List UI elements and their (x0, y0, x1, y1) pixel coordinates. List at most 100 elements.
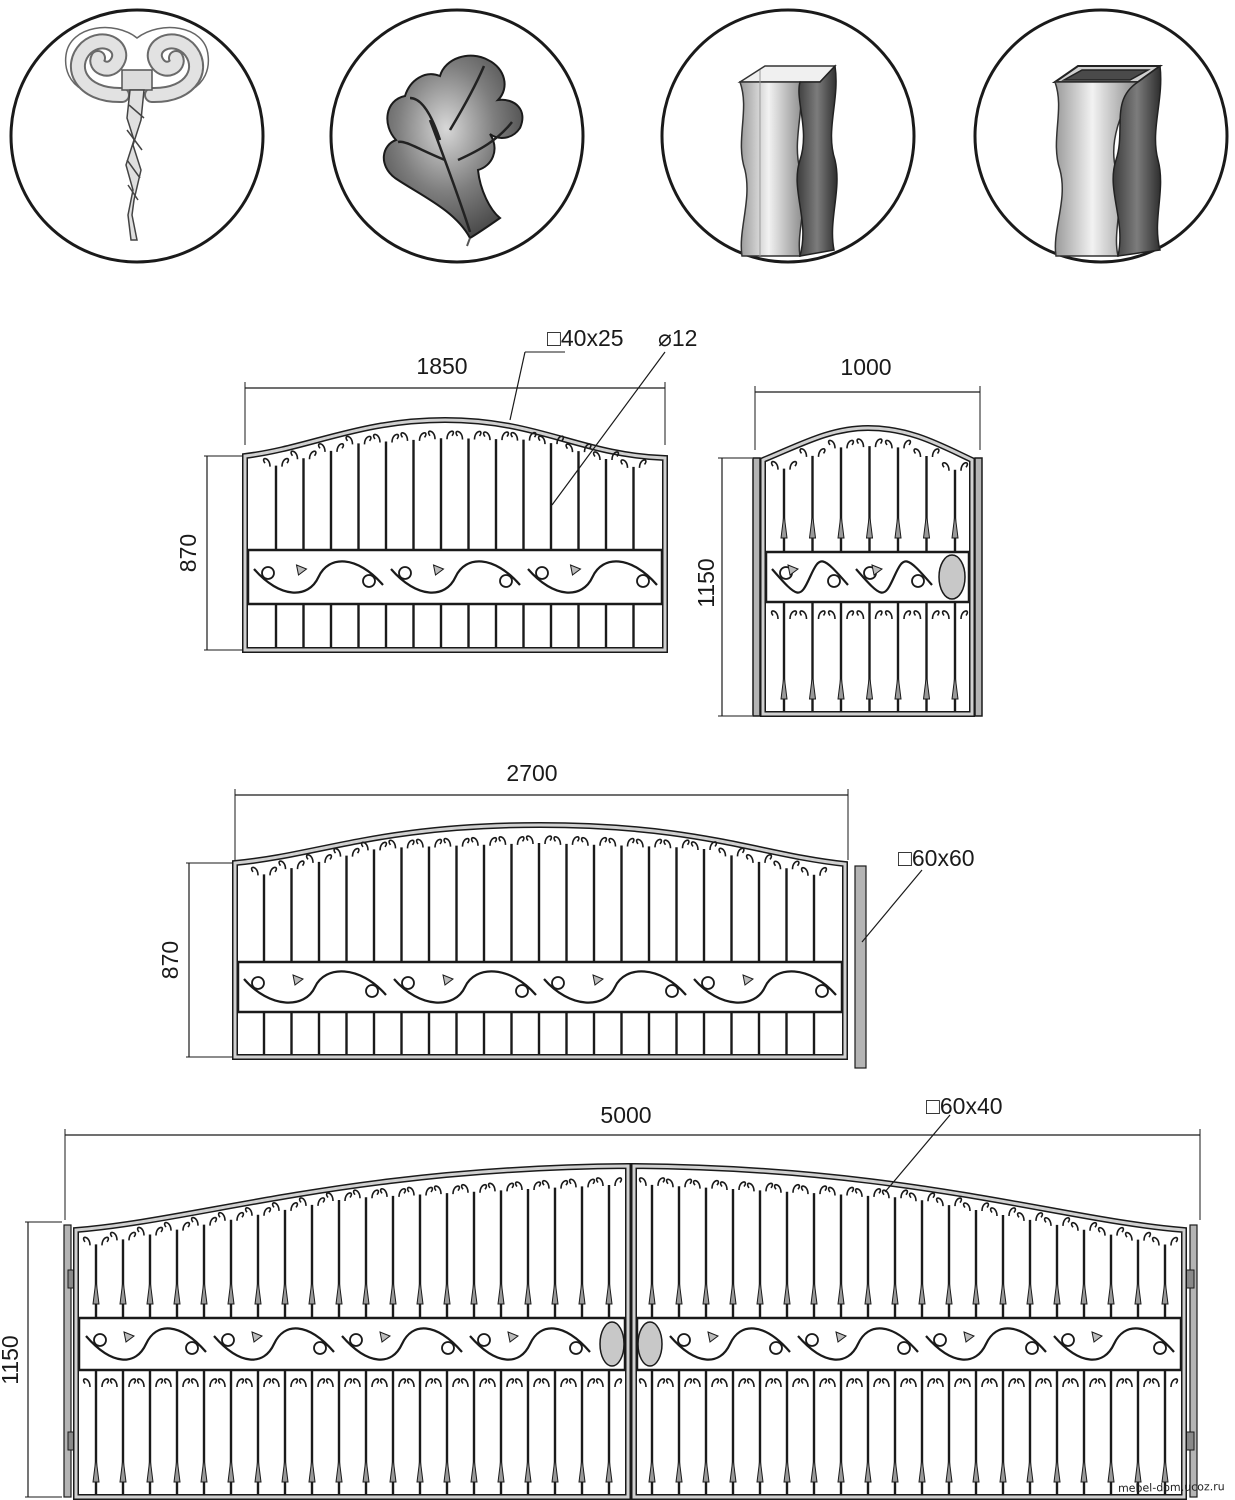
gate-frame (242, 416, 668, 653)
curl (989, 1378, 998, 1388)
scroll-eye (477, 1333, 491, 1347)
curl (415, 838, 424, 848)
scroll-eye (1153, 1341, 1167, 1355)
curl (163, 1378, 172, 1388)
curl (819, 1378, 828, 1388)
curl (765, 1378, 774, 1388)
spike (335, 1457, 343, 1483)
curl (873, 1378, 882, 1388)
curl (263, 1207, 272, 1216)
curl (611, 451, 620, 461)
curl (614, 1378, 623, 1388)
curl (308, 450, 317, 460)
curl (665, 1378, 674, 1388)
curl (352, 1189, 361, 1199)
detail-post-profile (660, 8, 916, 264)
curl (398, 1188, 407, 1197)
curl (461, 837, 470, 847)
lock-plate-right (637, 1321, 663, 1367)
curl (736, 847, 745, 857)
curl (325, 1378, 334, 1388)
leaf-tip (707, 1331, 720, 1343)
curl (262, 457, 271, 467)
curl (692, 1179, 701, 1189)
spike (146, 1279, 154, 1305)
curl (336, 443, 345, 452)
curl (954, 1197, 963, 1207)
curl (446, 430, 455, 440)
spike (1053, 1457, 1061, 1483)
curl (819, 866, 828, 876)
curl (489, 837, 498, 846)
spike (945, 1279, 953, 1305)
curl (482, 431, 491, 441)
curl (136, 1378, 145, 1388)
curl (1089, 1222, 1098, 1231)
curl (560, 1179, 569, 1189)
scroll-eye (665, 984, 679, 998)
lock-plate (938, 554, 966, 600)
spike (200, 1457, 208, 1483)
leaf-tip (871, 564, 884, 576)
curl (498, 836, 507, 845)
curl (1035, 1378, 1044, 1388)
curl (344, 1192, 353, 1202)
gate-post-right (1189, 1224, 1198, 1498)
detail-leaf (329, 8, 585, 264)
curl (962, 1378, 971, 1388)
spike (951, 513, 959, 539)
leaf-tip (379, 1331, 392, 1343)
scroll-ornament (243, 970, 837, 1004)
spike (281, 1457, 289, 1483)
site-credit: mebel-dom.ucoz.ru (1118, 1480, 1226, 1495)
curl (819, 1185, 828, 1195)
leaf-tip (569, 564, 582, 576)
scroll-eye (441, 1341, 455, 1355)
curl (271, 1378, 280, 1388)
curl (792, 1378, 801, 1388)
spike (551, 1457, 559, 1483)
curl (345, 435, 354, 445)
curl (109, 1378, 118, 1388)
spike (891, 1457, 899, 1483)
curl (1062, 1378, 1071, 1388)
curl (620, 459, 629, 469)
curl (298, 1378, 307, 1388)
curl (663, 839, 672, 849)
spike (918, 1279, 926, 1305)
curl (941, 610, 950, 620)
spike (894, 674, 902, 700)
curl (455, 430, 464, 440)
curl (82, 1236, 91, 1246)
curl (846, 610, 855, 620)
curl (333, 847, 342, 857)
curl (82, 1378, 91, 1388)
spike (470, 1457, 478, 1483)
curl (305, 854, 314, 863)
scroll-eye (365, 984, 379, 998)
curl (379, 841, 388, 851)
leaf-tip (592, 974, 605, 986)
curl (136, 1226, 145, 1236)
spike (416, 1457, 424, 1483)
curl (434, 838, 443, 848)
curl (913, 448, 922, 458)
curl (745, 854, 754, 863)
spike (578, 1279, 586, 1305)
curl (1151, 1378, 1160, 1388)
spike (443, 1457, 451, 1483)
gate-post-left (63, 1224, 72, 1498)
curl (1097, 1378, 1106, 1388)
frame-profile-callout: □40x25 (547, 325, 624, 351)
spike (1026, 1279, 1034, 1305)
curl (351, 847, 360, 857)
curl (846, 1378, 855, 1388)
curl (884, 610, 893, 620)
spike (200, 1279, 208, 1305)
gate-leaf-right (631, 1162, 1187, 1500)
curl (856, 610, 865, 620)
scroll (797, 1327, 919, 1361)
spike (918, 1457, 926, 1483)
curl (344, 1378, 353, 1388)
spike (756, 1279, 764, 1305)
